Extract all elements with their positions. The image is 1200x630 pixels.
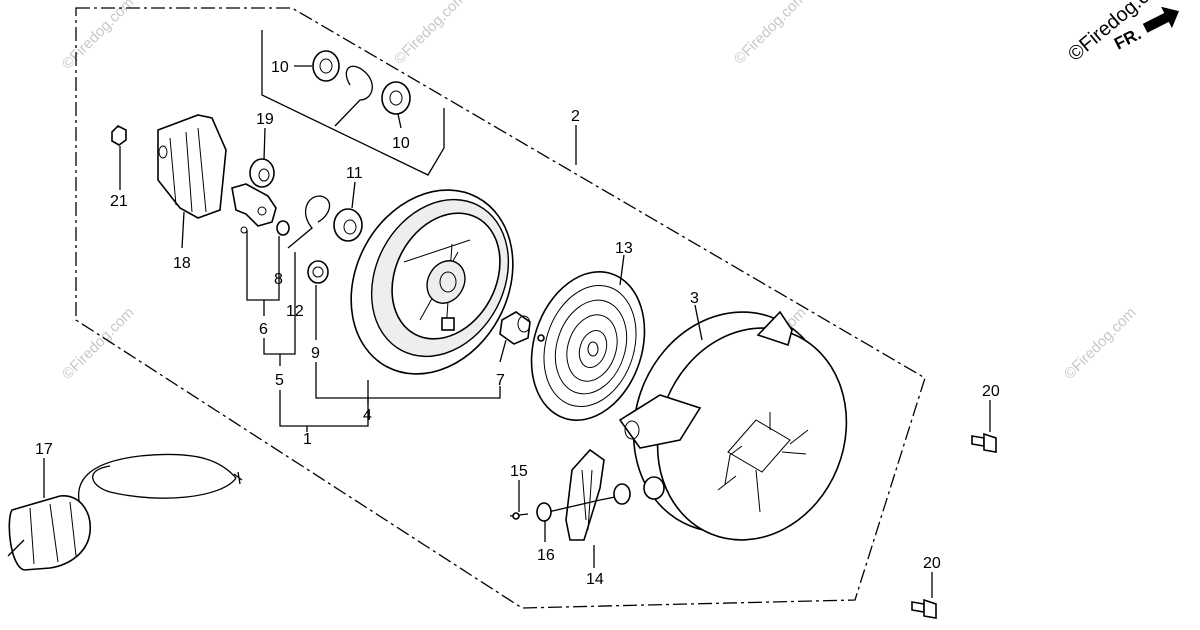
subgroup-boundary-10 — [261, 30, 445, 176]
callout-16: 16 — [537, 547, 555, 564]
callout-15: 15 — [510, 463, 528, 480]
callout-9: 9 — [311, 345, 320, 362]
callout-21: 21 — [110, 193, 128, 210]
watermark-4: ©Firedog.com — [59, 304, 138, 383]
callout-5: 5 — [275, 372, 284, 389]
part-7-collar — [499, 311, 531, 345]
callout-20-lower: 20 — [923, 555, 941, 572]
part-16-rope-knot-collar — [536, 502, 552, 522]
callout-2: 2 — [571, 108, 580, 125]
watermark-2: ©Firedog.com — [391, 0, 470, 68]
watermark-3: ©Firedog.com — [731, 0, 810, 68]
callout-18: 18 — [173, 255, 191, 272]
part-8-pin — [276, 220, 290, 236]
part-9-collar — [307, 260, 329, 284]
part-10-washer-upper — [312, 50, 340, 82]
part-18-cam-cover — [157, 114, 227, 219]
part-19-collar — [249, 158, 275, 188]
part-20-bolt-upper — [971, 432, 997, 453]
callout-20-upper: 20 — [982, 383, 1000, 400]
callout-10-lower: 10 — [392, 135, 410, 152]
callout-1: 1 — [303, 431, 312, 448]
part-13-recoil-spring — [530, 271, 646, 421]
callout-4: 4 — [363, 407, 372, 424]
callout-17: 17 — [35, 441, 53, 458]
callout-11: 11 — [346, 165, 363, 182]
part-14-starter-handle — [547, 448, 665, 541]
part-10-spring-clip — [334, 65, 373, 127]
assembly-boundary — [75, 7, 926, 609]
callout-7: 7 — [496, 372, 505, 389]
watermark-6: ©Firedog.com — [1061, 304, 1140, 383]
callout-13: 13 — [615, 240, 633, 257]
front-arrow-icon — [1142, 6, 1179, 33]
part-10-washer-lower — [381, 81, 411, 115]
part-15-rope-end — [509, 512, 529, 520]
callout-14: 14 — [586, 571, 604, 588]
part-3-starter-case — [618, 310, 848, 541]
part-17-starter-rope — [7, 453, 243, 571]
callout-3: 3 — [690, 290, 699, 307]
part-6-ratchet — [231, 183, 277, 234]
watermark-1: ©Firedog.com — [59, 0, 138, 73]
callout-10-upper: 10 — [271, 59, 289, 76]
callout-6: 6 — [259, 321, 268, 338]
part-4-reel-pulley — [350, 189, 514, 375]
callout-12: 12 — [286, 303, 304, 320]
callout-19: 19 — [256, 111, 274, 128]
part-11-friction-washer — [333, 208, 363, 242]
callout-8: 8 — [274, 271, 283, 288]
part-12-spring — [287, 195, 331, 249]
part-20-bolt-lower — [911, 598, 937, 619]
callout-labels: 1 2 3 4 5 6 7 8 9 10 10 11 12 13 14 15 1… — [35, 59, 1000, 588]
part-21-nut — [111, 125, 127, 146]
leader-lines — [43, 65, 991, 598]
